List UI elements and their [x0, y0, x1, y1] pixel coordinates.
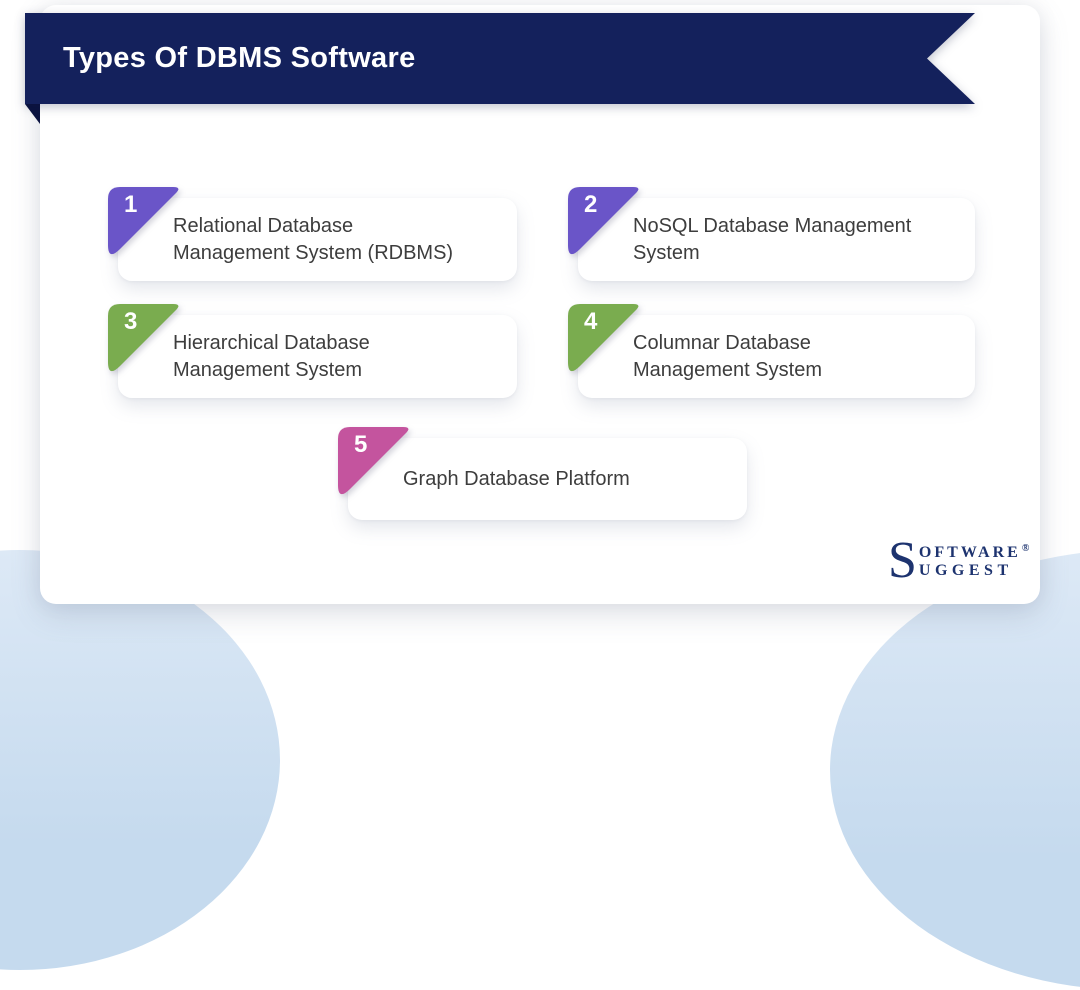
logo-wordmark: OFTWARE ® UGGEST	[919, 540, 1032, 580]
ribbon-fold-triangle	[25, 104, 40, 124]
number-badge-5: 5	[338, 427, 411, 500]
badge-number: 5	[354, 431, 368, 458]
logo-line-suggest: UGGEST	[918, 562, 1013, 579]
bottom-right-blue-blob	[830, 550, 1080, 990]
logo-line-software: OFTWARE ®	[919, 544, 1032, 562]
dbms-type-label: Relational Database Management System (R…	[173, 214, 454, 264]
badge-number: 4	[584, 308, 598, 335]
ribbon-shape: Types Of DBMS Software	[25, 13, 975, 104]
badge-flag-icon	[108, 187, 179, 255]
registered-trademark-icon: ®	[1021, 543, 1033, 554]
title-banner: Types Of DBMS Software	[25, 13, 975, 104]
dbms-type-label: Columnar Database Management System	[633, 331, 822, 381]
page-title: Types Of DBMS Software	[63, 42, 416, 74]
badge-flag-icon	[568, 187, 639, 255]
badge-flag-icon	[338, 427, 409, 495]
badge-number: 2	[584, 191, 598, 218]
dbms-type-card-4: 4 Columnar Database Management System	[568, 304, 975, 398]
dbms-type-label: NoSQL Database Management System	[633, 214, 912, 264]
dbms-type-label: Graph Database Platform	[403, 467, 630, 490]
badge-number: 1	[124, 191, 138, 218]
bottom-left-blue-blob	[0, 550, 280, 970]
number-badge-2: 2	[568, 187, 641, 260]
badge-flag-icon	[568, 304, 639, 372]
dbms-type-label: Hierarchical Database Management System	[173, 331, 370, 381]
number-badge-3: 3	[108, 304, 181, 377]
dbms-type-card-5: 5 Graph Database Platform	[338, 427, 747, 520]
dbms-type-card-2: 2 NoSQL Database Management System	[568, 187, 975, 281]
softwaresuggest-logo: S OFTWARE ® UGGEST	[888, 532, 1032, 589]
badge-flag-icon	[108, 304, 179, 372]
number-badge-4: 4	[568, 304, 641, 377]
badge-number: 3	[124, 308, 138, 335]
logo-initial-s: S	[888, 532, 917, 589]
dbms-type-card-1: 1 Relational Database Management System …	[108, 187, 517, 281]
dbms-type-card-3: 3 Hierarchical Database Management Syste…	[108, 304, 517, 398]
number-badge-1: 1	[108, 187, 181, 260]
logo-text-oftware: OFTWARE	[918, 544, 1021, 561]
